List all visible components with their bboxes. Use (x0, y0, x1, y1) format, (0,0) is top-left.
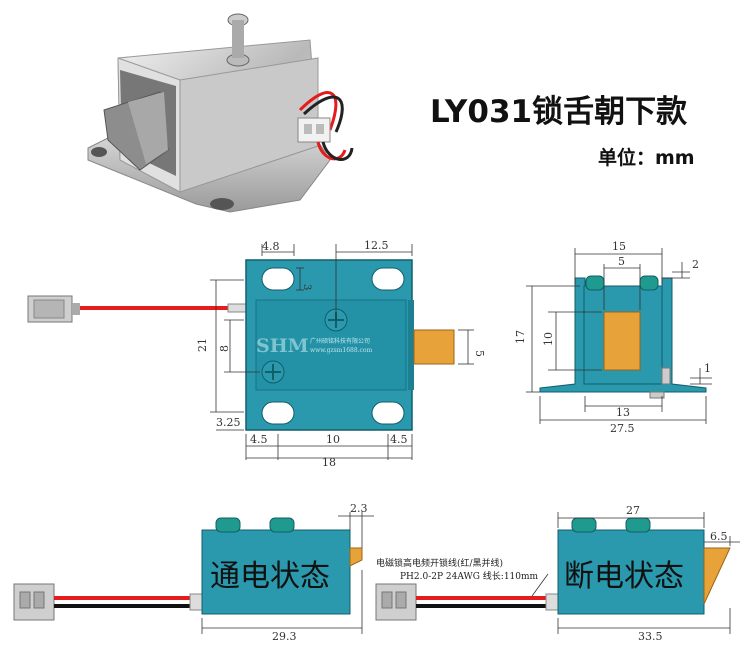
dim-unpowered-right: 6.5 (710, 530, 728, 543)
dim-hole-width: 4.8 (262, 240, 280, 253)
top-view: SHM 广州硕铭科技有限公司 www.gzsm1688.com 4.8 12.5… (27, 239, 486, 469)
dim-tongue: 5 (473, 350, 486, 357)
tongue-side (603, 311, 641, 371)
dim-right-edge: 4.5 (390, 433, 408, 446)
dim-foot: 1 (704, 362, 711, 375)
dim-bottom-offset: 3.25 (216, 416, 241, 429)
powered-state-view: 通电状态 2.3 29.3 (13, 502, 374, 643)
dim-powered-bottom: 29.3 (272, 630, 297, 643)
wire-note-1: 电磁锁高电频开锁线(红/黑并线) (376, 557, 503, 569)
state-label-unpowered: 断电状态 (564, 559, 684, 594)
wire-note-2: PH2.0-2P 24AWG 线长:110mm (400, 570, 539, 582)
dim-top-inner: 5 (618, 255, 625, 268)
state-label-powered: 通电状态 (210, 559, 330, 594)
unpowered-state-view: 断电状态 电磁锁高电频开锁线(红/黑并线) PH2.0-2P 24AWG 线长:… (375, 504, 740, 643)
dim-unpowered-bottom: 33.5 (638, 630, 663, 643)
page-title: LY031锁舌朝下款 (430, 94, 688, 130)
dim-left-edge: 4.5 (250, 433, 268, 446)
dim-top-right: 2 (692, 258, 699, 271)
lock-body-powered (201, 529, 351, 615)
dim-bottom-inner: 13 (616, 406, 630, 419)
dim-offset-top: 12.5 (364, 239, 389, 252)
watermark-url: www.gzsm1688.com (310, 347, 373, 354)
watermark-brand: SHM (256, 335, 309, 357)
dim-unpowered-top: 27 (626, 504, 640, 517)
dim-tongue-height: 10 (542, 332, 555, 346)
lock-tongue (413, 329, 455, 365)
dim-side-height: 17 (514, 330, 527, 344)
dim-hole-pitch: 8 (218, 345, 231, 352)
dim-total-width: 18 (322, 456, 336, 469)
dim-hole-height: 3 (301, 284, 312, 290)
dim-height-total: 21 (196, 338, 209, 352)
dim-powered-top: 2.3 (350, 502, 368, 515)
side-view: 15 5 2 17 10 13 27.5 1 (514, 240, 712, 435)
unit-label: 单位：mm (598, 147, 695, 169)
product-photo (87, 13, 354, 213)
watermark-company: 广州硕铭科技有限公司 (310, 337, 370, 345)
dim-base-width: 27.5 (610, 422, 635, 435)
dim-top-width: 15 (612, 240, 626, 253)
lock-body-unpowered (557, 529, 705, 615)
dim-hole-center: 10 (326, 433, 340, 446)
